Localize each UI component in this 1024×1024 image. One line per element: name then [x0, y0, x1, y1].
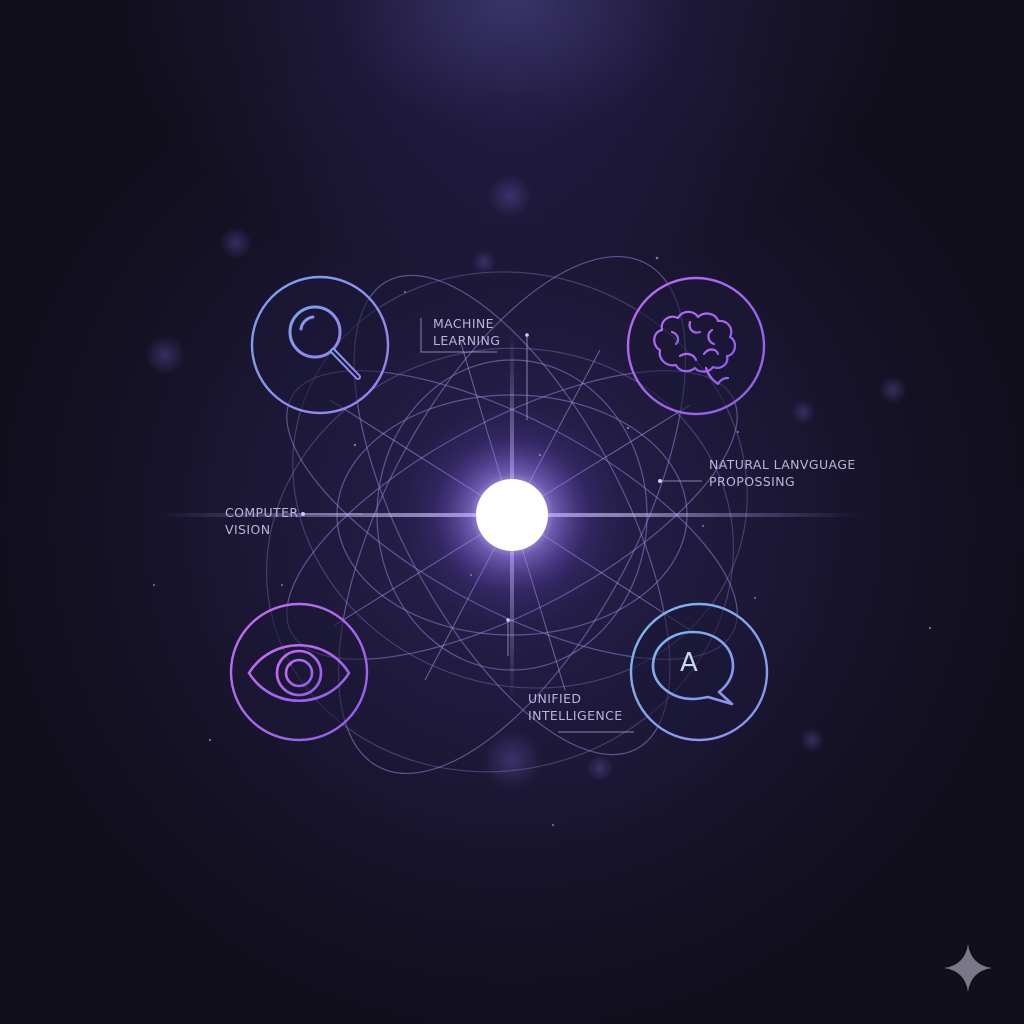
machine-learning-label-line2: LEARNING: [433, 333, 501, 348]
computer-vision-label-line1: COMPUTER: [225, 505, 299, 520]
unified-intelligence-label-line1: UNIFIED: [528, 691, 582, 706]
sparkle-icon: [944, 944, 992, 992]
connector-dots: [301, 333, 662, 622]
computer-vision-label: COMPUTER VISION: [225, 504, 298, 538]
natural-language-node: [629, 602, 769, 742]
star-particles: [153, 256, 932, 826]
machine-learning-label-line1: MACHINE: [433, 316, 494, 331]
computer-vision-label-line2: VISION: [225, 522, 271, 537]
unified-intelligence-label: UNIFIED INTELLIGENCE: [528, 690, 623, 724]
computer-vision-node: [229, 602, 369, 742]
nlp-label: NATURAL LANVGUAGE PROPOSSING: [709, 456, 856, 490]
nlp-label-line2: PROPOSSING: [709, 474, 796, 489]
speech-bubble-icon: [651, 630, 735, 706]
machine-learning-label: MACHINE LEARNING: [433, 315, 500, 349]
core-orb: [476, 479, 548, 551]
brain-node: [626, 276, 766, 416]
magnifier-icon: [288, 305, 361, 380]
speech-bubble-letter: A: [680, 648, 698, 678]
nlp-label-line1: NATURAL LANVGUAGE: [709, 457, 856, 472]
brain-icon: [653, 310, 737, 386]
unified-intelligence-label-line2: INTELLIGENCE: [528, 708, 623, 723]
eye-icon: [247, 643, 351, 703]
machine-learning-node: [250, 275, 390, 415]
background-bokeh: [145, 174, 907, 790]
label-connectors: [303, 318, 702, 733]
